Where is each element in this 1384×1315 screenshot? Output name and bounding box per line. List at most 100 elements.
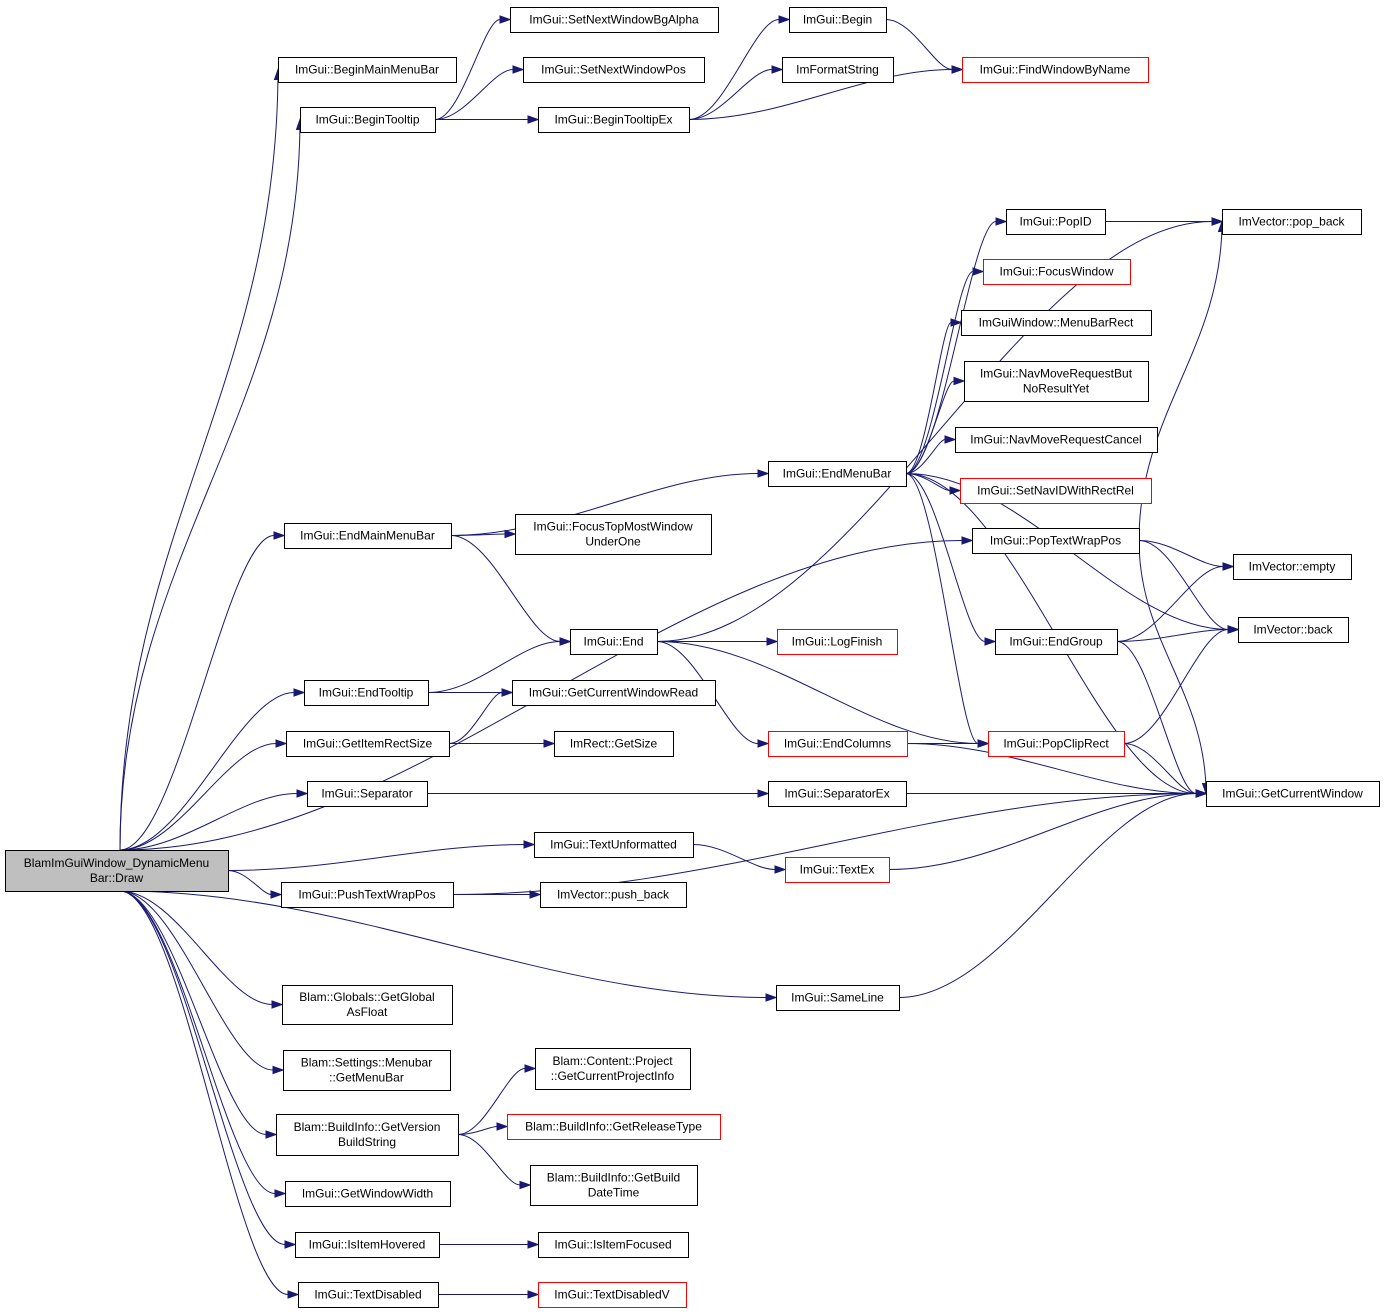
- node-endcolumns[interactable]: ImGui::EndColumns: [768, 731, 908, 757]
- node-setnextwindowpos[interactable]: ImGui::SetNextWindowPos: [523, 57, 705, 83]
- node-begintooltipex[interactable]: ImGui::BeginTooltipEx: [538, 107, 690, 133]
- edge-root-to-textdisabled: [119, 890, 300, 1299]
- node-label: ImGui::TextEx: [800, 863, 875, 877]
- edge-begintooltip-to-begintooltipex: [435, 115, 540, 124]
- node-popid[interactable]: ImGui::PopID: [1006, 209, 1106, 235]
- node-box: [960, 478, 1152, 504]
- edge-root-to-getitemrectsize: [119, 739, 288, 851]
- node-label: ImVector::pop_back: [1238, 215, 1345, 229]
- node-label: ImGui::SeparatorEx: [784, 787, 889, 801]
- node-beginmainmenubar[interactable]: ImGui::BeginMainMenuBar: [278, 57, 457, 83]
- node-getitemrectsize[interactable]: ImGui::GetItemRectSize: [286, 731, 450, 757]
- node-label: ImGui::EndGroup: [1009, 635, 1103, 649]
- node-isitemhovered[interactable]: ImGui::IsItemHovered: [295, 1232, 440, 1258]
- edge-root-to-beginmainmenubar: [119, 67, 283, 851]
- node-separator[interactable]: ImGui::Separator: [307, 781, 428, 807]
- arrowhead: [504, 529, 517, 539]
- node-poptextwrappos[interactable]: ImGui::PopTextWrapPos: [972, 528, 1140, 554]
- node-label: ImGui::TextUnformatted: [550, 838, 677, 852]
- edge-root-to-getglobalasfloat: [119, 890, 284, 1009]
- node-back[interactable]: ImVector::back: [1238, 617, 1349, 643]
- node-begin[interactable]: ImGui::Begin: [789, 7, 887, 33]
- node-getreleasetype[interactable]: Blam::BuildInfo::GetReleaseType: [507, 1114, 721, 1140]
- node-getmenubar[interactable]: Blam::Settings::Menubar::GetMenuBar: [283, 1050, 451, 1091]
- node-label: Blam::Globals::GetGlobal: [299, 990, 434, 1004]
- node-endtooltip[interactable]: ImGui::EndTooltip: [304, 680, 429, 706]
- node-textdisabled[interactable]: ImGui::TextDisabled: [298, 1282, 439, 1308]
- node-label: ImGui::PushTextWrapPos: [298, 888, 435, 902]
- node-sameline[interactable]: ImGui::SameLine: [776, 985, 900, 1011]
- node-pushtextwrappos[interactable]: ImGui::PushTextWrapPos: [281, 882, 454, 908]
- node-end[interactable]: ImGui::End: [570, 629, 658, 655]
- node-findwindowbyname[interactable]: ImGui::FindWindowByName: [962, 57, 1149, 83]
- node-focuswindow[interactable]: ImGui::FocusWindow: [983, 259, 1131, 285]
- node-label: ImRect::GetSize: [570, 737, 658, 751]
- node-textdisabledv[interactable]: ImGui::TextDisabledV: [538, 1282, 687, 1308]
- edge-endmenubar-to-navmovereqbut: [905, 376, 966, 474]
- node-label: BuildString: [338, 1135, 396, 1149]
- node-label: ImVector::push_back: [557, 888, 670, 902]
- node-label: ImGui::GetWindowWidth: [302, 1187, 433, 1201]
- node-label: ::GetCurrentProjectInfo: [551, 1069, 675, 1083]
- node-empty[interactable]: ImVector::empty: [1233, 554, 1352, 580]
- node-box: [512, 680, 716, 706]
- node-setnavid[interactable]: ImGui::SetNavIDWithRectRel: [960, 478, 1152, 504]
- node-imformatstring[interactable]: ImFormatString: [782, 57, 894, 83]
- node-endmenubar[interactable]: ImGui::EndMenuBar: [768, 461, 907, 487]
- node-getcurrentwindowread[interactable]: ImGui::GetCurrentWindowRead: [512, 680, 716, 706]
- node-popback[interactable]: ImVector::pop_back: [1222, 209, 1362, 235]
- edge-root-to-pushtextwrappos: [227, 870, 283, 899]
- edge-endmenubar-to-navmovereqcancel: [905, 435, 957, 474]
- node-getcurrentwindow[interactable]: ImGui::GetCurrentWindow: [1206, 781, 1380, 807]
- node-getsize[interactable]: ImRect::GetSize: [554, 731, 674, 757]
- edge-endmenubar-to-menubarrect: [905, 318, 963, 474]
- node-menubarrect[interactable]: ImGuiWindow::MenuBarRect: [961, 310, 1152, 336]
- node-getwindowwidth[interactable]: ImGui::GetWindowWidth: [285, 1181, 451, 1207]
- node-textex[interactable]: ImGui::TextEx: [785, 857, 890, 883]
- edge-getversionbuildstring-to-getreleasetype: [457, 1122, 509, 1135]
- node-pushback[interactable]: ImVector::push_back: [540, 882, 687, 908]
- arrowhead: [270, 890, 283, 899]
- edge-begintooltip-to-setnextwindowbgalpha: [434, 15, 512, 120]
- node-begintooltip[interactable]: ImGui::BeginTooltip: [300, 107, 436, 133]
- node-textunformatted[interactable]: ImGui::TextUnformatted: [534, 832, 694, 858]
- node-separatorex[interactable]: ImGui::SeparatorEx: [768, 781, 907, 807]
- node-setnextwindowbgalpha[interactable]: ImGui::SetNextWindowBgAlpha: [510, 7, 719, 33]
- node-box: [535, 1048, 691, 1090]
- node-endgroup[interactable]: ImGui::EndGroup: [995, 629, 1118, 655]
- node-box: [955, 427, 1158, 453]
- node-label: Blam::Content::Project: [552, 1054, 673, 1068]
- node-box: [1238, 617, 1349, 643]
- node-navmovereqcancel[interactable]: ImGui::NavMoveRequestCancel: [955, 427, 1158, 453]
- node-endmainmenubar[interactable]: ImGui::EndMainMenuBar: [284, 523, 452, 549]
- edge-endmenubar-to-endgroup: [905, 473, 997, 646]
- node-popcliprect[interactable]: ImGui::PopClipRect: [988, 731, 1125, 757]
- arrowhead: [272, 1065, 285, 1075]
- arrowhead: [765, 993, 778, 1002]
- node-label: ImGui::LogFinish: [792, 635, 883, 649]
- node-label: ImGui::SetNextWindowBgAlpha: [529, 13, 699, 27]
- node-box: [281, 882, 454, 908]
- edge-root-to-textunformatted: [227, 840, 536, 871]
- node-getcurrentprojectinfo[interactable]: Blam::Content::Project::GetCurrentProjec…: [535, 1048, 691, 1090]
- arrowhead: [543, 739, 556, 748]
- arrowhead: [972, 267, 985, 276]
- arrowhead: [984, 637, 997, 646]
- edge-root-to-getmenubar: [119, 890, 285, 1075]
- node-label: ImGui::BeginMainMenuBar: [295, 63, 439, 77]
- node-box: [777, 629, 898, 655]
- edge-poptextwrappos-to-back: [1138, 540, 1240, 634]
- node-box: [278, 57, 457, 83]
- edge-endtooltip-to-end: [427, 637, 572, 693]
- edge-getitemrectsize-to-getsize: [449, 739, 556, 748]
- node-isitemfocused[interactable]: ImGui::IsItemFocused: [538, 1232, 689, 1258]
- node-logfinish[interactable]: ImGui::LogFinish: [777, 629, 898, 655]
- node-box: [1222, 209, 1362, 235]
- node-label: ImGui::EndTooltip: [319, 686, 414, 700]
